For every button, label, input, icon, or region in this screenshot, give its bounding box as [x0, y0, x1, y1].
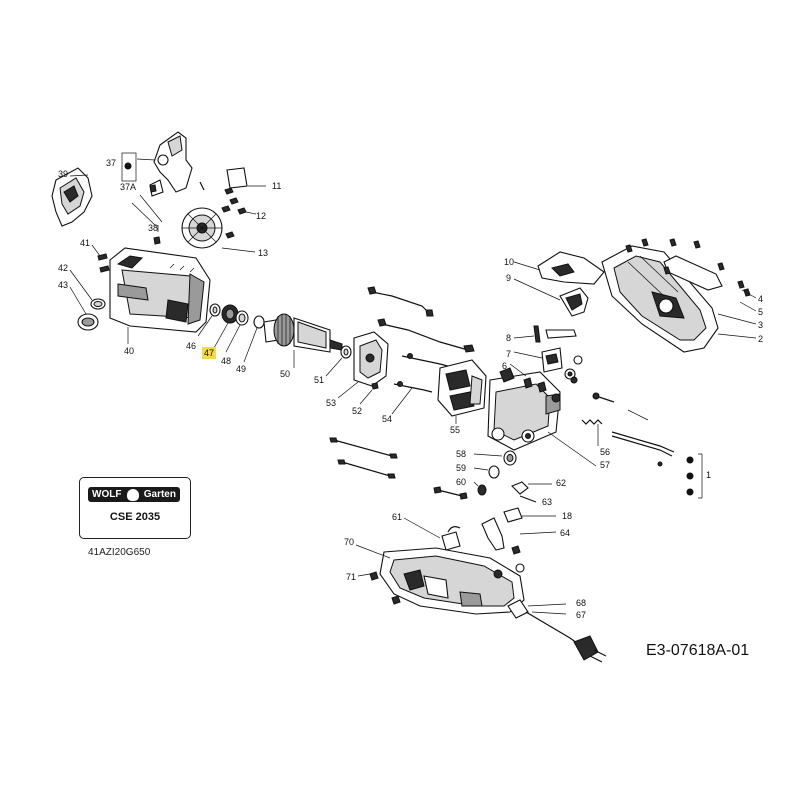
wolf-head-icon [126, 488, 139, 501]
label-38: 38 [148, 223, 158, 233]
part-48-bearing[interactable] [235, 310, 249, 326]
brand-name-right: Garten [143, 489, 176, 500]
label-6: 6 [502, 361, 507, 371]
label-59: 59 [456, 463, 466, 473]
part-62-spring-clip[interactable] [511, 481, 529, 495]
label-52: 52 [352, 406, 362, 416]
part-42-ring[interactable] [90, 298, 106, 310]
part-39-handle-cover[interactable] [51, 167, 93, 227]
part-11-plate[interactable] [226, 167, 248, 189]
model-name: CSE 2035 [109, 511, 161, 523]
label-47: 47 [204, 348, 214, 358]
label-43: 43 [58, 280, 68, 290]
part-1-rod-kit[interactable] [611, 431, 694, 496]
label-51: 51 [314, 375, 324, 385]
label-11: 11 [272, 181, 281, 191]
part-18-clip[interactable] [503, 507, 523, 523]
label-41: 41 [80, 238, 90, 248]
part-70-main-handle[interactable] [379, 547, 525, 615]
label-53: 53 [326, 398, 336, 408]
wire-connector[interactable] [433, 486, 468, 500]
label-61: 61 [392, 512, 402, 522]
diagram-id: E3-07618A-01 [646, 642, 750, 659]
part-number-labels: 37 37A 39 38 11 12 13 41 42 43 40 46 47 … [58, 158, 763, 620]
label-64: 64 [560, 528, 570, 538]
label-58: 58 [456, 449, 466, 459]
label-8: 8 [506, 333, 511, 343]
part-41-screws[interactable] [97, 253, 110, 273]
label-56: 56 [600, 447, 610, 457]
label-46: 46 [186, 341, 196, 351]
part-71-screws[interactable] [369, 571, 401, 605]
part-50-armature[interactable] [263, 313, 343, 353]
screw-cluster[interactable] [570, 376, 615, 403]
label-60: 60 [456, 477, 466, 487]
label-40: 40 [124, 346, 134, 356]
part-53-bearing-plate[interactable] [353, 331, 389, 387]
article-code: 41AZI20G650 [88, 547, 151, 558]
part-10-handle-top[interactable] [537, 251, 605, 285]
part-61-capacitor[interactable] [441, 526, 461, 551]
label-39: 39 [58, 169, 68, 179]
part-56-spring[interactable] [581, 419, 603, 425]
label-70: 70 [344, 537, 354, 547]
brand-logo-box: WOLF Garten CSE 2035 [79, 477, 191, 539]
label-67: 67 [576, 610, 586, 620]
part-51-bearing[interactable] [340, 345, 352, 359]
part-46-washer[interactable] [209, 303, 221, 317]
label-13: 13 [258, 248, 268, 258]
highlight-47 [202, 347, 216, 359]
label-48: 48 [221, 356, 231, 366]
part-55-brush-holder[interactable] [437, 359, 487, 417]
part-13-fan-cover[interactable] [181, 207, 235, 249]
brand-logo: WOLF Garten [88, 487, 180, 502]
label-55: 55 [450, 425, 460, 435]
part-8-lever[interactable] [533, 325, 577, 343]
label-3: 3 [758, 320, 763, 330]
label-50: 50 [280, 369, 290, 379]
part-64-chain-brake-lever[interactable] [481, 517, 525, 573]
label-54: 54 [382, 414, 392, 424]
label-1: 1 [706, 470, 711, 480]
part-67-68-cord-plug[interactable] [507, 599, 607, 663]
label-63: 63 [542, 497, 552, 507]
part-43-knob[interactable] [77, 313, 99, 331]
label-18: 18 [562, 511, 572, 521]
part-37-rear-handle[interactable] [149, 131, 193, 197]
part-12-screws[interactable] [221, 187, 247, 215]
part-49-washer[interactable] [253, 315, 265, 329]
label-71: 71 [346, 572, 356, 582]
part-47-pinion-gear[interactable] [221, 304, 239, 324]
label-2: 2 [758, 334, 763, 344]
part-52-screw[interactable] [371, 382, 379, 390]
label-37: 37 [106, 158, 116, 168]
part-37a-dot [124, 162, 132, 170]
part-59-gear[interactable] [488, 465, 500, 479]
label-37a: 37A [120, 182, 136, 192]
label-57: 57 [600, 460, 610, 470]
label-10: 10 [504, 257, 514, 267]
part-2-sprocket-cover[interactable] [601, 245, 719, 353]
part-58-bearing[interactable] [503, 450, 517, 466]
part-9-trigger[interactable] [559, 287, 589, 317]
part-6-part[interactable] [523, 377, 547, 393]
guide-rods[interactable] [329, 437, 398, 479]
label-12: 12 [256, 211, 266, 221]
label-68: 68 [576, 598, 586, 608]
label-9: 9 [506, 273, 511, 283]
brand-name-left: WOLF [92, 489, 122, 500]
label-4: 4 [758, 294, 763, 304]
part-7-switch[interactable] [541, 347, 583, 380]
label-5: 5 [758, 307, 763, 317]
part-40-motor-housing[interactable] [109, 247, 211, 333]
label-49: 49 [236, 364, 246, 374]
part-63-screw[interactable] [519, 495, 537, 503]
part-60-nut[interactable] [477, 484, 487, 496]
label-7: 7 [506, 349, 511, 359]
part-4-5-screws[interactable] [625, 238, 751, 297]
label-42: 42 [58, 263, 68, 273]
label-62: 62 [556, 478, 566, 488]
